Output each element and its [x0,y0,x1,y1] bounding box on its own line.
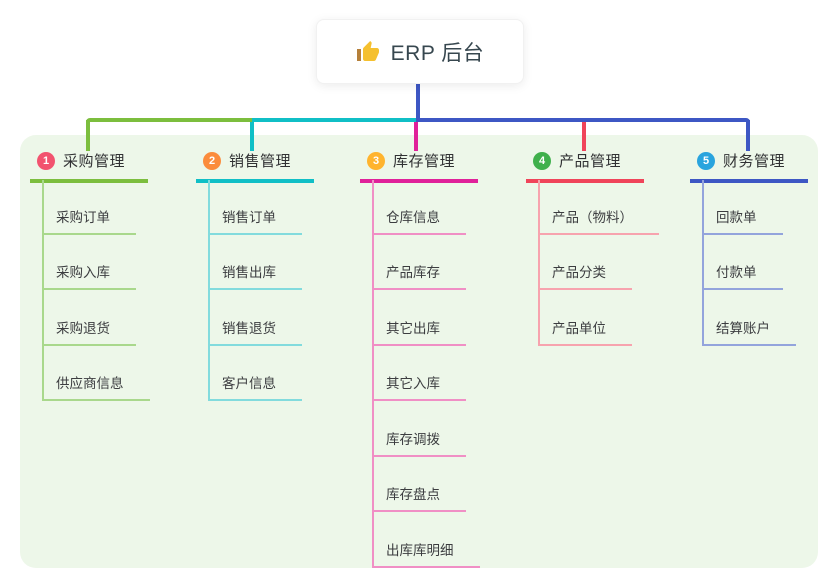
branch-label: 财务管理 [723,153,786,170]
connector-bus-green [86,118,254,122]
connector-root-drop [416,84,420,122]
branch-label: 产品管理 [559,153,622,170]
branch-title-sales[interactable]: 2 销售管理 [196,148,314,183]
child-node[interactable]: 库存盘点 [372,483,466,512]
branch-product: 4 产品管理 产品（物料） 产品分类 产品单位 [526,0,690,588]
background-panel [20,135,818,568]
child-node[interactable]: 采购入库 [42,261,136,290]
thumbs-up-icon [356,40,379,61]
child-node[interactable]: 付款单 [702,261,783,290]
branch-title-finance[interactable]: 5 财务管理 [690,148,808,183]
child-node[interactable]: 产品分类 [538,261,632,290]
child-node[interactable]: 产品库存 [372,261,466,290]
child-node[interactable]: 销售出库 [208,261,302,290]
branch-title-purchase[interactable]: 1 采购管理 [30,148,148,183]
child-node[interactable]: 采购订单 [42,206,136,235]
root-node[interactable]: ERP 后台 [316,19,524,84]
child-node[interactable]: 仓库信息 [372,206,466,235]
child-node[interactable]: 采购退货 [42,317,136,346]
branch-title-inventory[interactable]: 3 库存管理 [360,148,478,183]
connector-bus-teal [252,118,416,122]
child-node[interactable]: 库存调拨 [372,428,466,457]
root-label: ERP 后台 [390,41,485,65]
branch-spine [372,180,374,566]
branch-label: 库存管理 [393,153,456,170]
branch-purchase: 1 采购管理 采购订单 采购入库 采购退货 供应商信息 [30,0,194,588]
branch-badge: 5 [697,151,715,170]
connector-drop-sales [250,120,254,151]
connector-bus-blue [416,118,750,122]
branch-spine [702,180,704,344]
child-node[interactable]: 产品（物料） [538,206,659,235]
connector-drop-purchase [86,120,90,151]
child-node[interactable]: 其它入库 [372,372,466,401]
branch-badge: 4 [533,151,551,170]
branch-finance: 5 财务管理 回款单 付款单 结算账户 [690,0,839,588]
branch-spine [538,180,540,344]
branch-label: 采购管理 [63,153,126,170]
branch-sales: 2 销售管理 销售订单 销售出库 销售退货 客户信息 [196,0,360,588]
child-node[interactable]: 销售订单 [208,206,302,235]
child-node[interactable]: 结算账户 [702,317,796,346]
child-node[interactable]: 产品单位 [538,317,632,346]
branch-spine [42,180,44,400]
child-node[interactable]: 其它出库 [372,317,466,346]
branch-badge: 1 [37,151,55,170]
branch-inventory: 3 库存管理 仓库信息 产品库存 其它出库 其它入库 库存调拨 库存盘点 出库库… [360,0,524,588]
connector-drop-inventory [414,120,418,151]
connector-drop-finance [746,120,750,151]
child-node[interactable]: 回款单 [702,206,783,235]
child-node[interactable]: 供应商信息 [42,372,150,401]
branch-spine [208,180,210,400]
connector-drop-product [582,120,586,151]
branch-badge: 2 [203,151,221,170]
branch-label: 销售管理 [229,153,292,170]
branch-badge: 3 [367,151,385,170]
child-node[interactable]: 出库库明细 [372,539,480,568]
child-node[interactable]: 销售退货 [208,317,302,346]
branch-title-product[interactable]: 4 产品管理 [526,148,644,183]
child-node[interactable]: 客户信息 [208,372,302,401]
